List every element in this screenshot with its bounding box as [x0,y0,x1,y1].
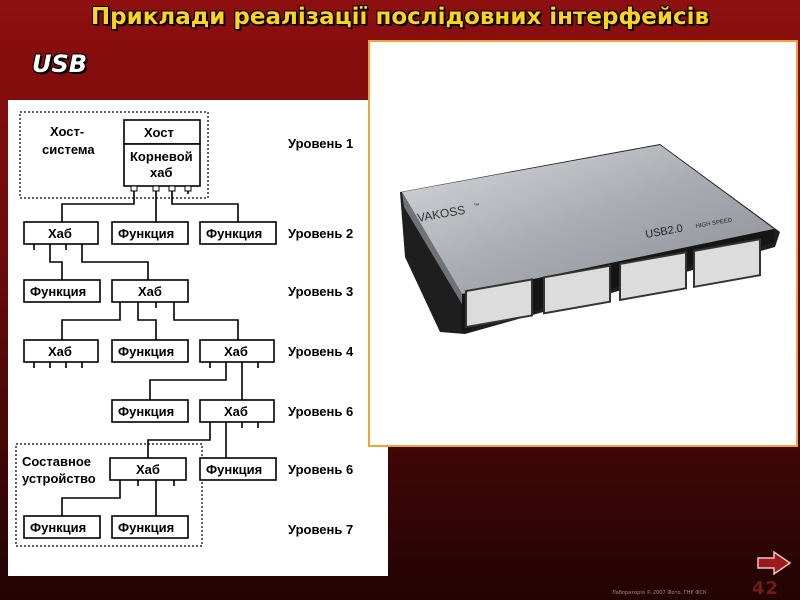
slide-subtitle: USB [32,50,87,78]
footer-credit: Лабораторія © 2007 Фото, ГНУ ФСК [612,590,707,596]
usb-hub-photo: VAKOSS ™ USB2.0 HIGH SPEED [368,40,798,447]
next-slide-button[interactable] [756,550,792,576]
level-label-5: Уровень 6 [288,404,353,419]
function-level4-label: Функция [118,344,174,359]
hub-level6-label: Хаб [136,462,160,477]
level-label-7: Уровень 7 [288,522,353,537]
function-level7-a-label: Функция [30,520,86,535]
function-level3-label: Функция [30,284,86,299]
hub-level5-label: Хаб [224,404,248,419]
slide-title: Приклади реалізації послідовних інтерфей… [0,4,800,30]
level-label-4: Уровень 4 [288,344,354,359]
function-level5-label: Функция [118,404,174,419]
level-label-2: Уровень 2 [288,226,353,241]
level-label-3: Уровень 3 [288,284,353,299]
root-hub-label-2: хаб [150,165,173,180]
host-system-label-2: система [42,142,95,157]
level-label-1: Уровень 1 [288,136,353,151]
hub-level4-a-label: Хаб [48,344,72,359]
function-level2-b-label: Функция [206,226,262,241]
hub-level4-b-label: Хаб [224,344,248,359]
host-system-label: Хост- [50,124,84,139]
function-level6-label: Функция [206,462,262,477]
usb-topology-diagram: Хост- система Хост Корневой хаб Хаб Функ… [8,100,388,576]
root-hub-label: Корневой [130,149,193,164]
page-number: 42 [752,578,779,599]
level-label-6: Уровень 6 [288,462,353,477]
trademark-label: ™ [473,202,480,210]
composite-label-2: устройство [22,471,96,486]
hub-level2-label: Хаб [48,226,72,241]
function-level7-b-label: Функция [118,520,174,535]
function-level2-a-label: Функция [118,226,174,241]
host-label: Хост [144,125,174,140]
hub-level3-label: Хаб [138,284,162,299]
right-arrow-icon [756,550,792,576]
composite-label: Составное [22,454,91,469]
